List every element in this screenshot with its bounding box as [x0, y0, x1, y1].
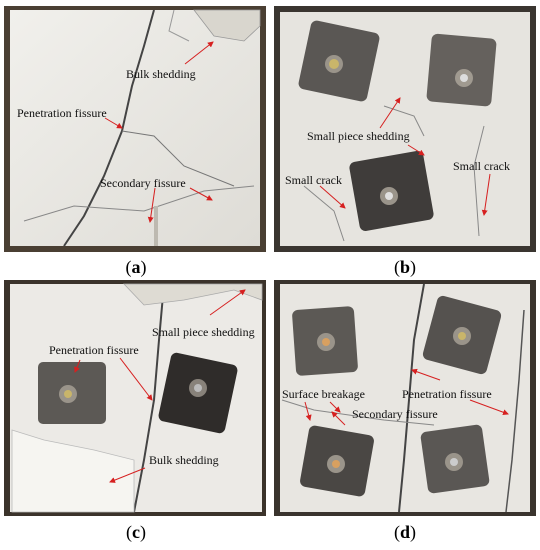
steel-plate — [420, 424, 490, 494]
caption-a: (a) — [125, 257, 147, 277]
steel-plate — [426, 33, 497, 107]
label-penetration-fissure-a: Penetration fissure — [17, 106, 107, 120]
steel-plate — [298, 20, 380, 102]
label-small-crack-b-right: Small crack — [453, 159, 510, 173]
caption-d: (d) — [393, 522, 416, 542]
label-secondary-fissure-d: Secondary fissure — [352, 407, 438, 421]
specimen-photo-a — [4, 6, 266, 252]
label-penetration-fissure-d: Penetration fissure — [402, 387, 492, 401]
caption-b: (b) — [393, 257, 416, 277]
steel-plate — [158, 352, 238, 434]
label-surface-breakage-d: Surface breakage — [282, 387, 365, 401]
label-bulk-shedding-c: Bulk shedding — [149, 453, 219, 467]
photo-panel-d — [274, 280, 536, 516]
steel-plate — [292, 306, 358, 376]
specimen-photo-d — [274, 280, 536, 516]
photo-panel-a — [4, 6, 266, 252]
label-bulk-shedding-a: Bulk shedding — [126, 67, 196, 81]
steel-plate — [349, 150, 434, 231]
photo-panel-c — [4, 280, 266, 516]
steel-plate — [38, 362, 106, 424]
specimen-photo-c — [4, 280, 266, 516]
steel-plate — [422, 295, 502, 375]
label-secondary-fissure-a: Secondary fissure — [100, 176, 186, 190]
label-small-piece-shedding-b: Small piece shedding — [307, 129, 410, 143]
label-small-piece-shedding-c: Small piece shedding — [152, 325, 255, 339]
steel-plate — [300, 425, 374, 497]
label-small-crack-b-left: Small crack — [285, 173, 342, 187]
caption-c: (c) — [126, 522, 146, 542]
label-penetration-fissure-c: Penetration fissure — [49, 343, 139, 357]
